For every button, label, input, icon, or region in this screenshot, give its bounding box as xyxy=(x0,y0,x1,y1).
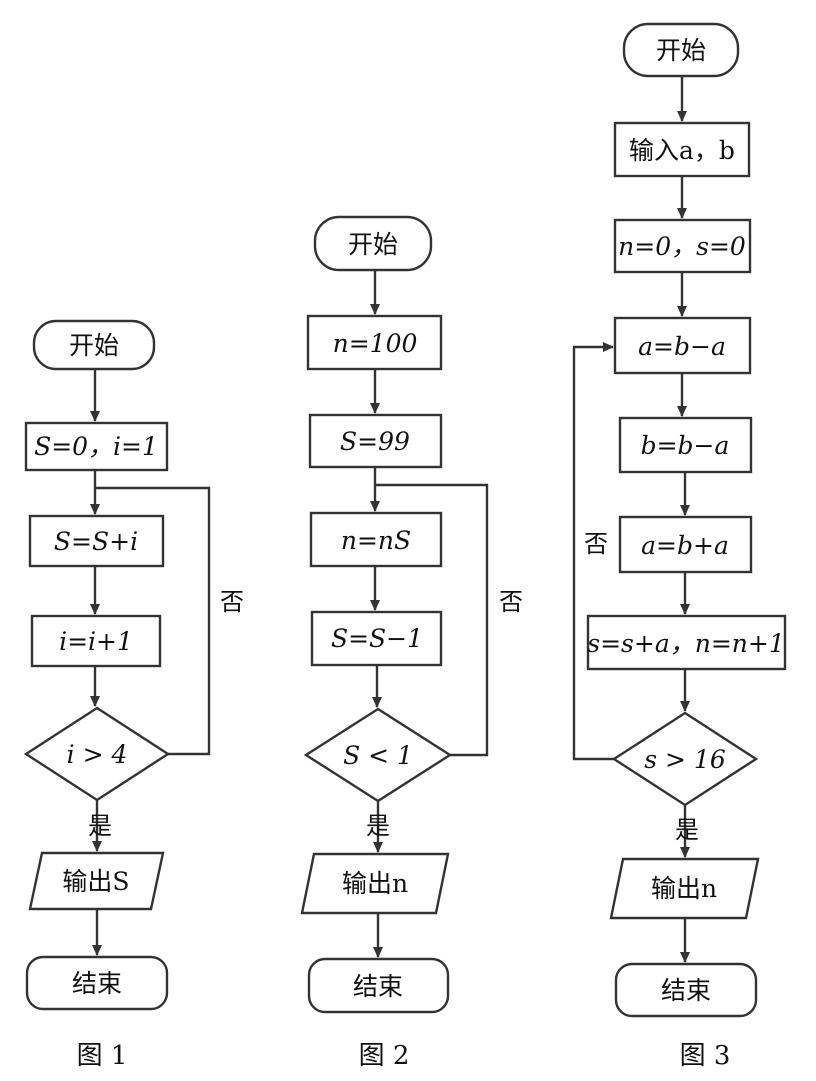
fig2-step2-box xyxy=(310,610,443,667)
fig2-no-label: 否 xyxy=(499,588,523,616)
fig3-step4-label: s=s+a，n=n+1 xyxy=(587,629,784,658)
fig2-init2-label: S=99 xyxy=(340,427,410,456)
fig3-output-box xyxy=(609,857,760,920)
fig1-step2-label: i=i+1 xyxy=(59,627,133,656)
fig3-end-terminal xyxy=(614,962,758,1018)
fig3-caption: 图 3 xyxy=(680,1041,731,1071)
fig1-init-box xyxy=(24,421,169,472)
fig1-end-terminal xyxy=(25,955,169,1011)
fig3-step1-box xyxy=(613,316,752,375)
fig3-step1-label: a=b−a xyxy=(638,332,726,361)
fig3-yes-label: 是 xyxy=(675,816,699,844)
fig3-no-label: 否 xyxy=(584,530,608,558)
figure-1: 开始 S=0，i=1 S=S+i i=i+1 i > 4 否 是 输出S 结束 … xyxy=(23,319,244,1071)
fig1-no-label: 否 xyxy=(220,588,244,616)
fig2-condition-label: S < 1 xyxy=(343,741,413,770)
fig1-output-box xyxy=(28,851,165,911)
fig3-step2-label: b=b−a xyxy=(641,431,730,460)
fig2-output-box xyxy=(300,852,450,915)
fig2-output-label: 输出n xyxy=(342,869,408,898)
fig1-output-label: 输出S xyxy=(62,867,129,896)
fig1-start-label: 开始 xyxy=(69,331,119,360)
figure-2: 开始 n=100 S=99 n=nS S=S−1 S < 1 否 是 输出n 结… xyxy=(300,215,523,1071)
fig3-input-label: 输入a，b xyxy=(629,136,735,165)
fig3-end-label: 结束 xyxy=(661,976,711,1005)
figure-3: 开始 输入a，b n=0，s=0 a=b−a b=b−a a=b+a s=s+a… xyxy=(572,22,787,1071)
fig2-step1-box xyxy=(309,511,443,568)
fig3-output-label: 输出n xyxy=(651,874,717,903)
fig3-step4-box xyxy=(586,614,787,671)
fig1-end-label: 结束 xyxy=(72,969,122,998)
fig2-start-label: 开始 xyxy=(348,230,398,259)
fig3-init-box xyxy=(613,218,752,274)
fig1-yes-label: 是 xyxy=(88,812,112,840)
fig1-condition-label: i > 4 xyxy=(67,740,128,769)
fig2-caption: 图 2 xyxy=(359,1041,410,1071)
fig1-loop-line xyxy=(95,486,211,756)
fig2-end-terminal xyxy=(307,957,450,1014)
fig2-step1-label: n=nS xyxy=(341,526,411,555)
fig1-caption: 图 1 xyxy=(77,1041,128,1071)
fig3-input-box xyxy=(613,121,751,178)
fig3-loop-line xyxy=(572,342,614,761)
fig3-step3-label: a=b+a xyxy=(641,531,729,560)
fig1-step1-box xyxy=(28,514,165,568)
fig2-init1-label: n=100 xyxy=(333,329,418,358)
fig2-init1-box xyxy=(306,314,443,371)
fig2-end-label: 结束 xyxy=(353,972,403,1001)
fig3-start-label: 开始 xyxy=(656,36,706,65)
fig3-init-label: n=0，s=0 xyxy=(618,232,746,261)
fig2-yes-label: 是 xyxy=(366,812,390,840)
fig3-condition-label: s > 16 xyxy=(644,745,726,774)
fig2-start-terminal xyxy=(313,215,433,272)
fig1-step2-box xyxy=(30,614,162,668)
fig2-step2-label: S=S−1 xyxy=(331,624,423,653)
fig1-init-label: S=0，i=1 xyxy=(34,432,158,461)
fig1-step1-label: S=S+i xyxy=(54,527,138,556)
fig3-step3-box xyxy=(618,515,753,574)
fig2-loop-line xyxy=(375,483,489,757)
